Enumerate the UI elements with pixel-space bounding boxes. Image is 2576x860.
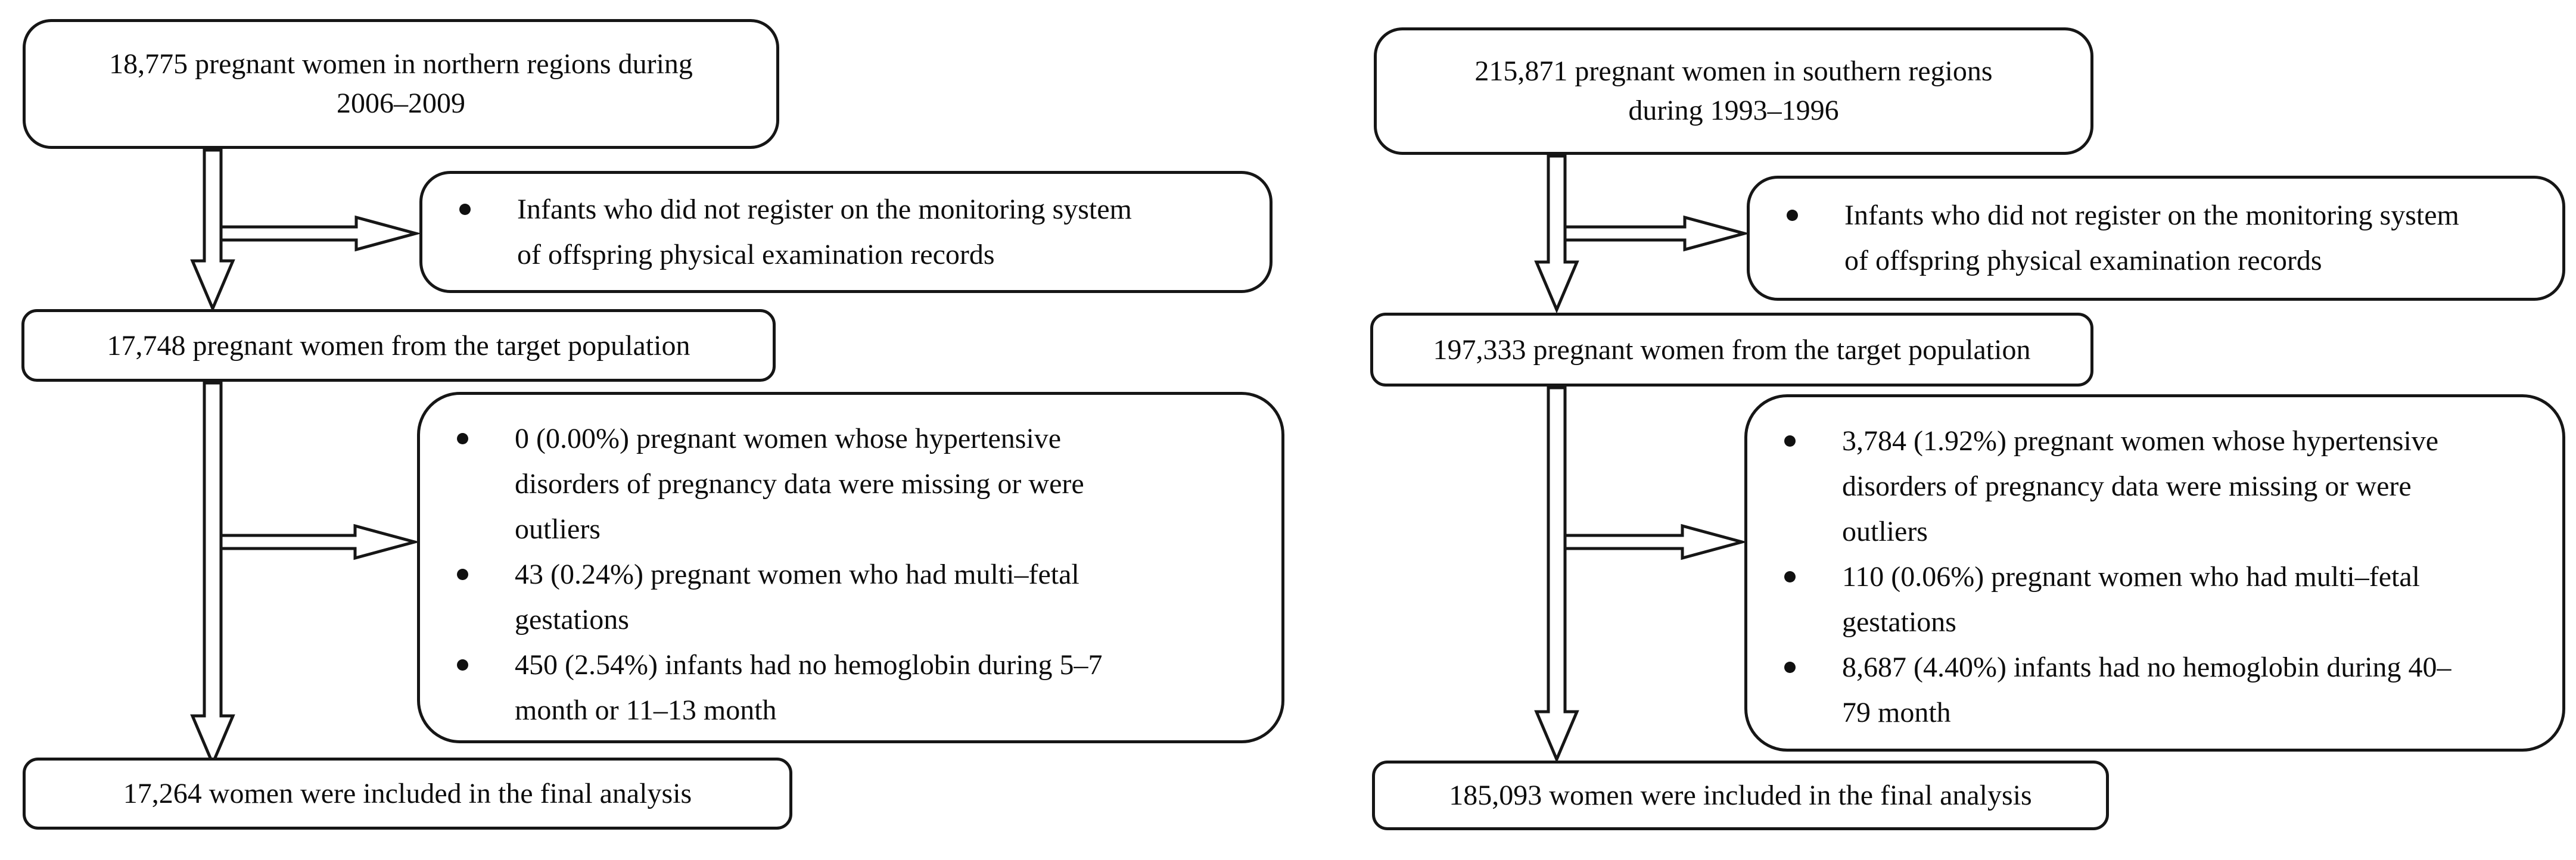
text-line: 450 (2.54%) infants had no hemoglobin du…: [515, 649, 1103, 681]
north-exclusion-registration-box: Infants who did not register on the moni…: [419, 171, 1273, 293]
text-line: disorders of pregnancy data were missing…: [1842, 470, 2412, 502]
box-text: 17,264 women were included in the final …: [123, 778, 692, 809]
text-line: 0 (0.00%) pregnant women whose hypertens…: [515, 423, 1062, 454]
bullet-icon: [459, 203, 471, 215]
text-line: month or 11–13 month: [515, 694, 777, 726]
south-source-box: 215,871 pregnant women in southern regio…: [1374, 27, 2093, 155]
list-item: Infants who did not register on the moni…: [1750, 193, 2562, 283]
down-arrow-icon: [1534, 154, 1579, 314]
right-arrow-icon: [1563, 215, 1750, 252]
north-target-population-box: 17,748 pregnant women from the target po…: [21, 309, 776, 382]
box-text: 185,093 women were included in the final…: [1449, 780, 2032, 811]
text-line: disorders of pregnancy data were missing…: [515, 468, 1084, 500]
bullet-icon: [1784, 662, 1796, 673]
text-line: gestations: [1842, 606, 1956, 638]
bullet-icon: [457, 569, 468, 580]
list-item-text: 450 (2.54%) infants had no hemoglobin du…: [515, 643, 1103, 733]
north-final-analysis-box: 17,264 women were included in the final …: [23, 758, 792, 830]
south-final-analysis-box: 185,093 women were included in the final…: [1372, 761, 2109, 830]
list-item-text: 110 (0.06%) pregnant women who had multi…: [1842, 554, 2420, 645]
down-arrow-icon: [1534, 386, 1579, 764]
list-item-text: 43 (0.24%) pregnant women who had multi–…: [515, 552, 1079, 643]
text-line: gestations: [515, 604, 629, 635]
down-arrow-icon: [190, 381, 235, 768]
bullet-icon: [1787, 210, 1798, 221]
north-source-box: 18,775 pregnant women in northern region…: [23, 19, 779, 149]
south-exclusion-criteria-box: 3,784 (1.92%) pregnant women whose hyper…: [1744, 394, 2565, 752]
box-text: 2006–2009: [337, 88, 465, 119]
north-exclusion-criteria-box: 0 (0.00%) pregnant women whose hypertens…: [417, 392, 1284, 743]
right-arrow-icon: [219, 215, 422, 252]
text-line: 79 month: [1842, 697, 1951, 728]
text-line: Infants who did not register on the moni…: [517, 193, 1132, 225]
text-line: 3,784 (1.92%) pregnant women whose hyper…: [1842, 425, 2439, 457]
box-text: during 1993–1996: [1628, 95, 1839, 126]
list-item-text: 0 (0.00%) pregnant women whose hypertens…: [515, 416, 1084, 552]
bullet-icon: [457, 659, 468, 671]
text-line: 8,687 (4.40%) infants had no hemoglobin …: [1842, 652, 2451, 683]
bullet-icon: [1784, 435, 1796, 447]
list-item: 3,784 (1.92%) pregnant women whose hyper…: [1747, 419, 2562, 554]
bullet-icon: [457, 433, 468, 444]
list-item: 110 (0.06%) pregnant women who had multi…: [1747, 554, 2562, 645]
list-item-text: Infants who did not register on the moni…: [517, 187, 1132, 278]
list-item: 8,687 (4.40%) infants had no hemoglobin …: [1747, 645, 2562, 736]
list-item-text: Infants who did not register on the moni…: [1844, 193, 2459, 283]
text-line: 43 (0.24%) pregnant women who had multi–…: [515, 559, 1079, 590]
list-item: 43 (0.24%) pregnant women who had multi–…: [420, 552, 1281, 643]
list-item: Infants who did not register on the moni…: [422, 187, 1270, 278]
text-line: of offspring physical examination record…: [1844, 245, 2322, 276]
text-line: of offspring physical examination record…: [517, 238, 995, 270]
list-item: 0 (0.00%) pregnant women whose hypertens…: [420, 416, 1281, 552]
down-arrow-icon: [190, 148, 235, 313]
south-exclusion-registration-box: Infants who did not register on the moni…: [1747, 176, 2565, 301]
box-text: 18,775 pregnant women in northern region…: [109, 48, 693, 80]
text-line: Infants who did not register on the moni…: [1844, 200, 2459, 231]
text-line: 110 (0.06%) pregnant women who had multi…: [1842, 561, 2420, 593]
box-text: 215,871 pregnant women in southern regio…: [1474, 55, 1993, 87]
box-text: 197,333 pregnant women from the target p…: [1433, 334, 2031, 366]
text-line: outliers: [515, 513, 601, 545]
list-item-text: 8,687 (4.40%) infants had no hemoglobin …: [1842, 645, 2451, 736]
south-target-population-box: 197,333 pregnant women from the target p…: [1370, 313, 2093, 387]
right-arrow-icon: [1563, 524, 1748, 560]
text-line: outliers: [1842, 516, 1928, 547]
list-item-text: 3,784 (1.92%) pregnant women whose hyper…: [1842, 419, 2438, 554]
list-item: 450 (2.54%) infants had no hemoglobin du…: [420, 643, 1281, 733]
bullet-icon: [1784, 571, 1796, 582]
right-arrow-icon: [219, 524, 421, 560]
box-text: 17,748 pregnant women from the target po…: [107, 329, 690, 362]
